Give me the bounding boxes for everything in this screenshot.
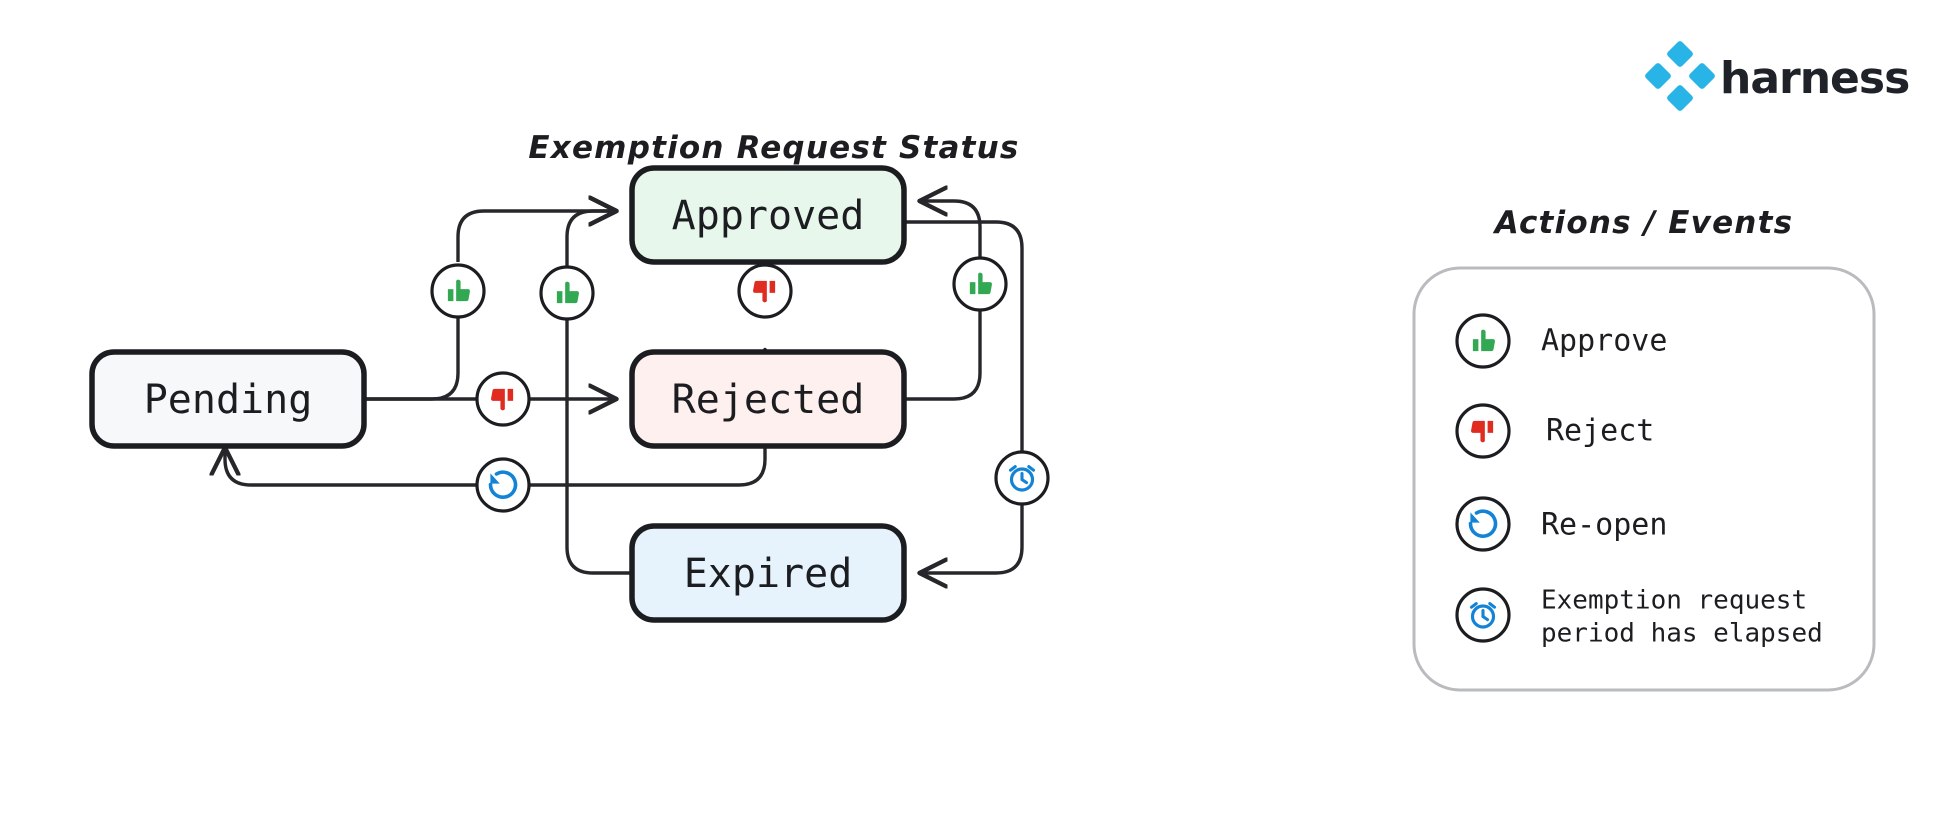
edge-badge-reject-approved[interactable] xyxy=(737,263,793,319)
thumbs-down-icon xyxy=(753,280,776,303)
state-node-pending[interactable]: Pending xyxy=(89,349,367,449)
edge-badge-approve-expired[interactable] xyxy=(539,265,595,321)
thumbs-down-icon xyxy=(1471,420,1494,443)
thumbs-down-icon xyxy=(491,388,514,411)
edge-badge-reject-pending[interactable] xyxy=(475,371,531,427)
legend-item-elapsed[interactable]: Exemption request period has elapsed xyxy=(1455,586,1823,649)
edge-approved-expired xyxy=(904,220,1024,573)
harness-diamond-logo-icon xyxy=(1645,41,1715,111)
brand-name: harness xyxy=(1720,53,1909,104)
reopen-icon xyxy=(1468,509,1498,538)
state-node-approved[interactable]: Approved xyxy=(629,165,907,265)
legend-item-reject[interactable]: Reject xyxy=(1455,403,1654,459)
state-label-expired: Expired xyxy=(684,551,853,597)
alarm-clock-icon xyxy=(1008,465,1036,492)
legend-panel: Approve Reject Re-open xyxy=(1412,266,1876,692)
legend-label-elapsed-line2: period has elapsed xyxy=(1541,619,1823,649)
legend-label-reopen: Re-open xyxy=(1541,508,1667,543)
thumbs-up-icon xyxy=(1472,329,1495,352)
legend-item-approve[interactable]: Approve xyxy=(1455,313,1667,369)
legend-item-reopen[interactable]: Re-open xyxy=(1455,496,1667,552)
legend-title: Actions / Events xyxy=(1492,205,1794,241)
edge-badge-approve-pending[interactable] xyxy=(430,263,486,319)
thumbs-up-icon xyxy=(556,281,579,304)
state-label-pending: Pending xyxy=(144,377,313,423)
edge-expired-approved xyxy=(565,211,632,575)
edge-badge-approve-rejected[interactable] xyxy=(952,256,1008,312)
legend-label-elapsed-line1: Exemption request xyxy=(1541,586,1807,616)
state-label-approved: Approved xyxy=(672,193,865,239)
edge-badge-elapsed[interactable] xyxy=(994,450,1050,506)
state-node-rejected[interactable]: Rejected xyxy=(629,349,907,449)
edge-rejected-approved xyxy=(904,201,982,401)
harness-logo: harness xyxy=(1645,41,1910,111)
reopen-icon xyxy=(488,470,518,499)
state-node-expired[interactable]: Expired xyxy=(629,523,907,623)
state-label-rejected: Rejected xyxy=(672,377,865,423)
edge-rejected-pending-reopen xyxy=(225,446,767,487)
alarm-clock-icon xyxy=(1469,602,1497,629)
legend-label-reject: Reject xyxy=(1546,414,1654,449)
thumbs-up-icon xyxy=(447,279,470,302)
edge-badge-reopen[interactable] xyxy=(475,457,531,513)
thumbs-up-icon xyxy=(969,272,992,295)
legend-label-approve: Approve xyxy=(1541,324,1667,359)
diagram-title: Exemption Request Status xyxy=(528,130,1019,166)
